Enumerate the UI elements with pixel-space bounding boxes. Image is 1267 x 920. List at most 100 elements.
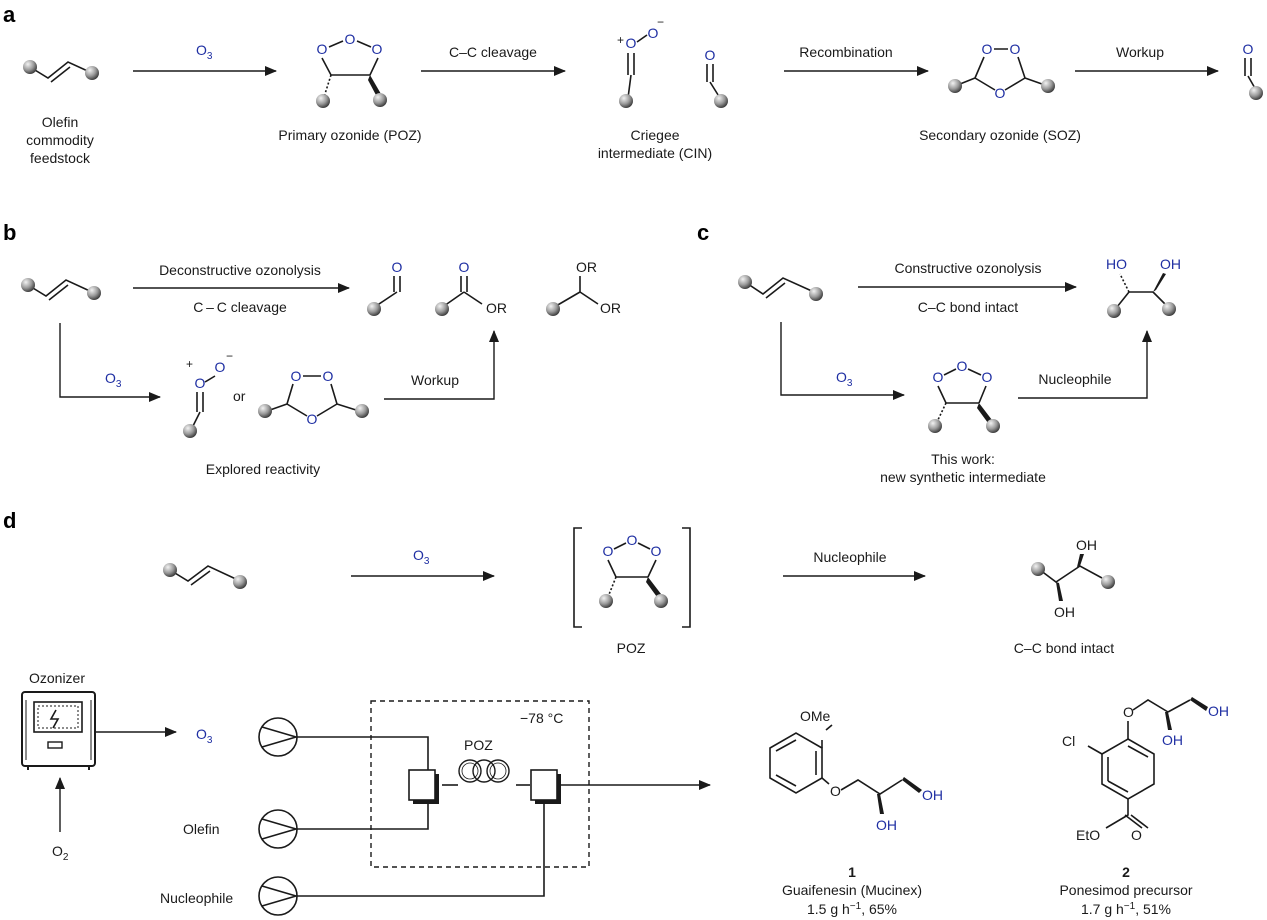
guaifenesin-structure: OMe O OH OH (769, 708, 943, 833)
ozone-tubing (297, 736, 429, 770)
acetal-or-upper: OR (576, 259, 597, 275)
oxygen-atom: O (1243, 41, 1254, 57)
poz-label: POZ (617, 640, 646, 656)
olefin-structure (163, 563, 247, 589)
olefin-structure (738, 275, 823, 301)
hydroxyl-group: OH (1208, 703, 1229, 719)
ether-oxygen: O (1123, 704, 1134, 720)
chloro-group: Cl (1062, 733, 1075, 749)
plus-charge: + (617, 33, 624, 47)
substituent-sphere (23, 60, 37, 74)
reaction-arrow (780, 322, 905, 400)
primary-ozonide-structure: O O O (316, 31, 387, 108)
acetal-structure: OR OR (546, 259, 621, 316)
panel-c: Constructive ozonolysis C–C bond intact … (738, 256, 1181, 485)
panel-label-a: a (3, 2, 16, 27)
pump-icon (258, 809, 299, 849)
oxygen-atom: O (982, 369, 993, 385)
substituent-sphere (355, 404, 369, 418)
workup-label: Workup (1116, 44, 1164, 60)
cleavage-label: C – C cleavage (193, 299, 287, 315)
hydroxyl-group: OH (1162, 732, 1183, 748)
substituent-sphere (1249, 86, 1263, 100)
diol-product-structure: OH OH (1031, 537, 1115, 620)
ester-structure: O OR (435, 259, 507, 316)
panel-a: Olefin commodity feedstock O3 O O O Prim… (23, 15, 1263, 166)
workup-label: Workup (411, 372, 459, 388)
reaction-arrow (1018, 330, 1152, 399)
olefin-label-line1: Olefin (42, 114, 79, 130)
substituent-sphere (654, 594, 668, 608)
minus-charge: − (657, 15, 664, 29)
methoxy-group: OMe (800, 708, 831, 724)
substituent-sphere (163, 563, 177, 577)
aldehyde-structure: O (367, 259, 403, 316)
cin-label-line2: intermediate (CIN) (598, 145, 712, 161)
reaction-arrow (59, 323, 161, 402)
substituent-sphere (1031, 562, 1045, 576)
substituent-sphere (546, 302, 560, 316)
substituent-sphere (809, 287, 823, 301)
substituent-sphere (85, 66, 99, 80)
cin-label-line1: Criegee (630, 127, 679, 143)
primary-ozonide-structure: O O O (928, 358, 1000, 433)
criegee-intermediate-structure: + O O − (183, 349, 233, 438)
substituent-sphere (599, 594, 613, 608)
ozone-feed-label: O3 (196, 726, 213, 746)
substituent-sphere (183, 424, 197, 438)
olefin-structure (23, 60, 99, 83)
panel-label-c: c (697, 220, 709, 245)
nucleophile-feed-label: Nucleophile (160, 890, 233, 906)
ozonizer-device-icon (21, 691, 96, 770)
panel-b: Deconstructive ozonolysis C – C cleavage… (21, 259, 621, 477)
ponesimod-precursor-structure: O OH OH Cl O EtO (1062, 697, 1229, 843)
pump-icon (258, 876, 299, 916)
t-mixer-icon (408, 769, 439, 804)
oxygen-atom: O (957, 358, 968, 374)
nucleophile-label: Nucleophile (1038, 371, 1111, 387)
substituent-sphere (1107, 304, 1121, 318)
acetal-or-lower: OR (600, 300, 621, 316)
olefin-label-line2: commodity (26, 132, 94, 148)
olefin-label-line3: feedstock (30, 150, 91, 166)
oxygen-atom: O (317, 41, 328, 57)
substituent-sphere (373, 93, 387, 107)
oxygen-atom: O (995, 85, 1006, 101)
criegee-intermediate-structure: + O O − (617, 15, 664, 108)
product-1-number: 1 (848, 864, 856, 880)
hydroxyl-group: OH (1054, 604, 1075, 620)
substituent-sphere (928, 419, 942, 433)
olefin-feed-label: Olefin (183, 821, 220, 837)
oxygen-atom: O (603, 543, 614, 559)
bond-intact-label: C–C bond intact (918, 299, 1019, 315)
oxygen-atom: O (291, 368, 302, 384)
substituent-sphere (87, 286, 101, 300)
reactor-poz-label: POZ (464, 737, 493, 753)
substituent-sphere (435, 302, 449, 316)
minus-charge: − (226, 349, 233, 363)
ether-oxygen: O (830, 783, 841, 799)
aldehyde-product-structure: O (1243, 41, 1263, 100)
substituent-sphere (738, 275, 752, 289)
product-2-name: Ponesimod precursor (1059, 882, 1192, 898)
hydroxyl-group: OH (1160, 256, 1181, 272)
oxygen-atom: O (648, 25, 659, 41)
oxygen-atom: O (627, 532, 638, 548)
t-mixer-icon (530, 769, 561, 804)
this-work-caption-line2: new synthetic intermediate (880, 469, 1046, 485)
oxygen-atom: O (651, 543, 662, 559)
substituent-sphere (233, 575, 247, 589)
oxygen-atom: O (705, 47, 716, 63)
primary-ozonide-structure: O O O (599, 532, 668, 608)
plus-charge: + (186, 357, 193, 371)
panel-label-d: d (3, 508, 16, 533)
oxygen-atom: O (195, 375, 206, 391)
ozone-reagent: O3 (196, 42, 213, 62)
brackets (573, 527, 691, 628)
substituent-sphere (1101, 575, 1115, 589)
oxygen-atom: O (1010, 41, 1021, 57)
oxygen-atom: O (215, 359, 226, 375)
oxygen-atom: O (626, 35, 637, 51)
panel-label-b: b (3, 220, 16, 245)
